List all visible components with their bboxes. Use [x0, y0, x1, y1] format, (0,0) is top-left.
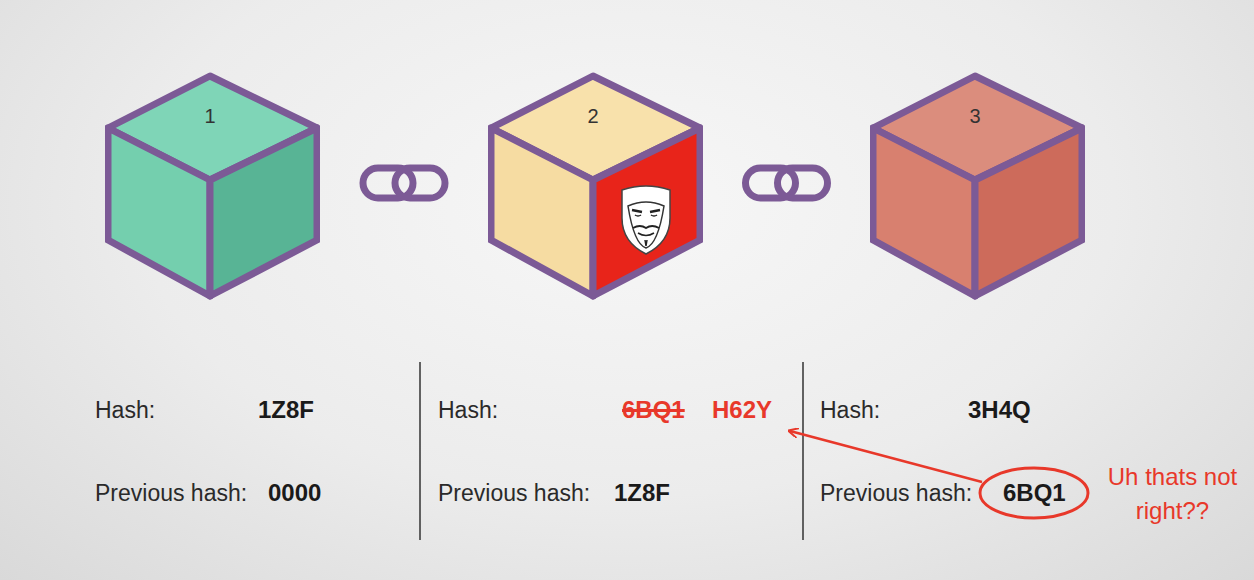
highlight-circle: [980, 468, 1088, 518]
chain-link: [320, 168, 488, 198]
field-label: Hash:: [820, 397, 880, 424]
column-divider: [419, 362, 421, 540]
block-cube: 2: [488, 72, 703, 300]
pointer-arrow: [790, 431, 982, 482]
annotation-note: Uh thats not right??: [1100, 460, 1245, 527]
hash-value: H62Y: [712, 396, 772, 424]
hash-value: 6BQ1: [1003, 479, 1066, 507]
hash-value: 1Z8F: [258, 396, 314, 424]
chain-link: [703, 168, 870, 198]
field-label: Hash:: [95, 397, 155, 424]
hash-value: 0000: [268, 479, 321, 507]
hash-value: 3H4Q: [968, 396, 1031, 424]
block-number: 2: [587, 105, 598, 128]
column-divider: [802, 362, 804, 540]
field-label: Previous hash:: [95, 480, 247, 507]
block-cube: 1: [105, 72, 320, 300]
field-label: Hash:: [438, 397, 498, 424]
field-label: Previous hash:: [438, 480, 590, 507]
anonymous-mask: [622, 186, 670, 254]
block-number: 3: [969, 105, 980, 128]
block-cube: 3: [870, 72, 1085, 300]
hash-value: 6BQ1: [622, 396, 685, 424]
field-label: Previous hash:: [820, 480, 972, 507]
hash-value: 1Z8F: [614, 479, 670, 507]
block-number: 1: [204, 105, 215, 128]
